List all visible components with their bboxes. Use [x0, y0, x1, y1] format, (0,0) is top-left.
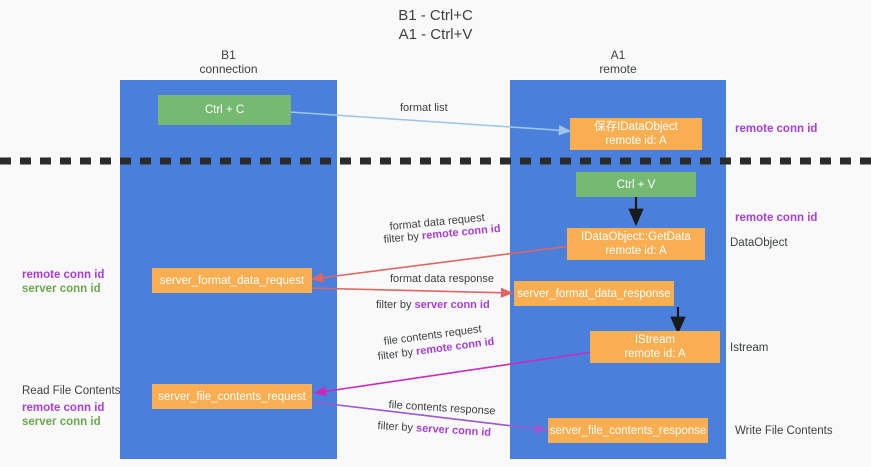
edge-label-format-data-response-filter: filter by server conn id: [376, 298, 490, 313]
node-save-idataobject[interactable]: 保存IDataObject remote id: A: [570, 118, 702, 150]
node-server-format-data-request-label: server_format_data_request: [159, 274, 305, 287]
annotation-left-server-conn-id-2: server conn id: [22, 416, 101, 428]
filter-prefix: filter by: [383, 230, 423, 246]
filter-prefix: filter by: [377, 419, 417, 435]
node-idataobject-getdata-line1: IDataObject::GetData: [581, 231, 691, 243]
node-ctrl-v[interactable]: Ctrl + V: [576, 172, 696, 197]
node-server-file-contents-request-label: server_file_contents_request: [158, 390, 306, 403]
lane-header-a1-subtitle: remote: [599, 62, 637, 76]
node-idataobject-getdata-line2: remote id: A: [605, 245, 667, 257]
lane-header-b1-subtitle: connection: [199, 62, 258, 76]
annotation-read-file-contents: Read File Contents: [22, 385, 121, 397]
node-server-format-data-request[interactable]: server_format_data_request: [152, 268, 312, 293]
node-idataobject-getdata[interactable]: IDataObject::GetData remote id: A: [567, 228, 705, 260]
page-title: B1 - Ctrl+C A1 - Ctrl+V: [0, 6, 871, 44]
annotation-write-file-contents: Write File Contents: [735, 425, 833, 437]
annotation-right-remote-conn-id-mid: remote conn id: [735, 212, 818, 224]
node-istream[interactable]: IStream remote id: A: [590, 331, 720, 363]
edge-label-format-data-response: format data response: [390, 273, 494, 285]
annotation-left-remote-conn-id-2: remote conn id: [22, 402, 105, 414]
lane-header-a1-name: A1: [610, 48, 626, 62]
lane-header-b1: B1 connection: [120, 48, 337, 76]
edge-label-file-contents-response-filter: filter by server conn id: [377, 419, 491, 441]
filter-prefix: filter by: [377, 345, 417, 363]
annotation-dataobject: DataObject: [730, 237, 788, 249]
node-istream-line2: remote id: A: [624, 348, 686, 360]
filter-key-server-conn-id: server conn id: [414, 299, 490, 311]
node-ctrl-c-label: Ctrl + C: [204, 104, 245, 116]
annotation-right-remote-conn-id-top: remote conn id: [735, 123, 818, 135]
node-istream-line1: IStream: [634, 334, 676, 346]
node-server-file-contents-response-label: server_file_contents_response: [549, 424, 707, 437]
node-ctrl-c[interactable]: Ctrl + C: [158, 95, 291, 125]
annotation-left-server-conn-id: server conn id: [22, 283, 101, 295]
node-server-file-contents-response[interactable]: server_file_contents_response: [548, 418, 708, 443]
title-line-2: A1 - Ctrl+V: [398, 26, 473, 43]
title-line-1: B1 - Ctrl+C: [398, 7, 473, 24]
node-server-file-contents-request[interactable]: server_file_contents_request: [152, 384, 312, 409]
edge-label-format-list: format list: [400, 102, 448, 114]
filter-key-server-conn-id: server conn id: [415, 422, 492, 439]
node-server-format-data-response-label: server_format_data_response: [517, 287, 671, 300]
node-ctrl-v-label: Ctrl + V: [616, 178, 656, 191]
node-save-idataobject-line2: remote id: A: [605, 135, 667, 147]
node-server-format-data-response[interactable]: server_format_data_response: [514, 281, 674, 306]
edge-label-file-contents-response: file contents response: [388, 398, 496, 418]
filter-prefix: filter by: [376, 299, 415, 311]
lane-header-b1-name: B1: [221, 48, 236, 62]
lane-header-a1: A1 remote: [510, 48, 726, 76]
annotation-istream: Istream: [730, 342, 769, 354]
node-save-idataobject-line1: 保存IDataObject: [594, 121, 678, 133]
annotation-left-remote-conn-id: remote conn id: [22, 269, 105, 281]
